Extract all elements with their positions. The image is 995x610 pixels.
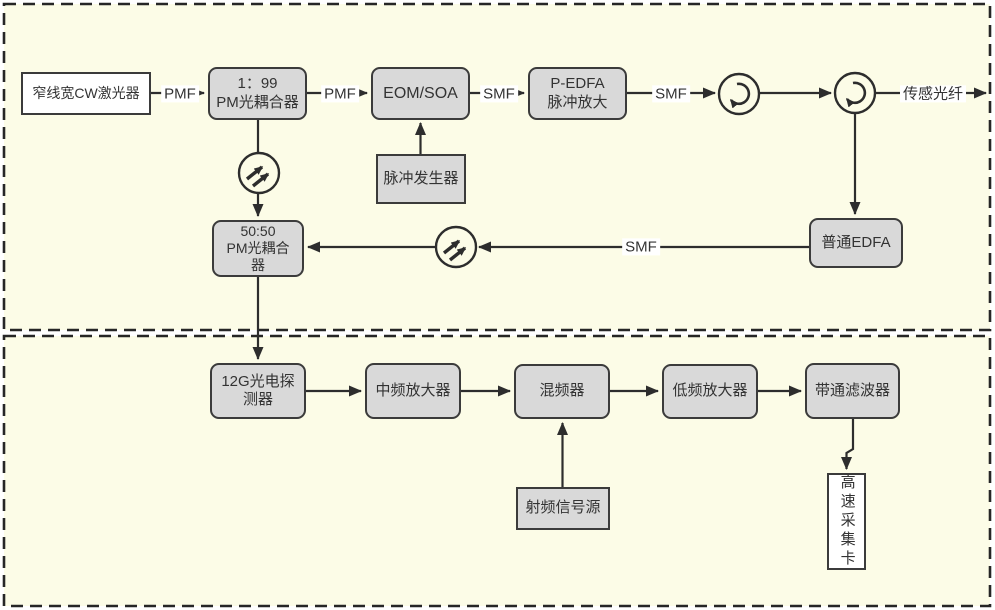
isolator-icon [434,225,478,269]
node-label: 脉冲发生器 [383,169,459,187]
node-label: 普通EDFA [821,233,891,251]
node-label: 12G光电探 [221,372,295,390]
node-eom-soa: EOM/SOA [371,67,470,120]
node-label: 1：99 [237,75,278,93]
isolator-icon [237,151,281,195]
node-label: PM光耦合 [226,239,290,256]
node-label: 带通滤波器 [814,381,890,399]
node-label: 脉冲放大 [547,93,608,111]
edge-label-pmf-2: PMF [321,85,359,103]
node-label: 50:50 [240,222,276,239]
edge-label-sensing-fiber: 传感光纤 [899,85,967,103]
node-label: 低频放大器 [672,382,748,400]
edge-label-smf-3: SMF [622,238,660,256]
node-pulse-generator: 脉冲发生器 [376,154,466,204]
node-pm-coupler-1-99: 1：99 PM光耦合器 [208,67,307,120]
node-mixer: 混频器 [514,364,610,419]
node-label: P-EDFA [550,75,605,93]
node-rf-signal-source: 射频信号源 [516,487,610,530]
node-label: 混频器 [539,382,585,400]
node-label: 射频信号源 [525,499,601,517]
node-label: EOM/SOA [383,84,458,102]
edge-label-pmf-1: PMF [161,85,199,103]
node-bandpass-filter: 带通滤波器 [805,363,900,419]
node-12g-photodetector: 12G光电探 测器 [210,363,306,419]
node-label: 器 [251,257,265,274]
node-label: 高速采集卡 [838,474,856,569]
node-label: PM光耦合器 [216,93,299,111]
circulator-icon [833,71,877,115]
node-label: 窄线宽CW激光器 [32,84,140,101]
node-if-amplifier: 中频放大器 [365,363,461,419]
node-daq-card: 高速采集卡 [827,473,866,570]
node-label: 中频放大器 [375,381,451,399]
node-label: 测器 [242,391,273,408]
node-p-edfa: P-EDFA 脉冲放大 [528,67,627,120]
node-lf-amplifier: 低频放大器 [662,364,758,419]
connector-bpf-to-daq [841,419,855,470]
circulator-icon [717,72,761,116]
optical-section-frame [2,2,992,332]
edge-label-smf-1: SMF [480,85,518,103]
node-pm-coupler-50-50: 50:50 PM光耦合 器 [212,220,304,277]
edge-label-smf-2: SMF [652,85,690,103]
node-cw-laser: 窄线宽CW激光器 [21,72,151,115]
node-edfa: 普通EDFA [809,218,903,268]
